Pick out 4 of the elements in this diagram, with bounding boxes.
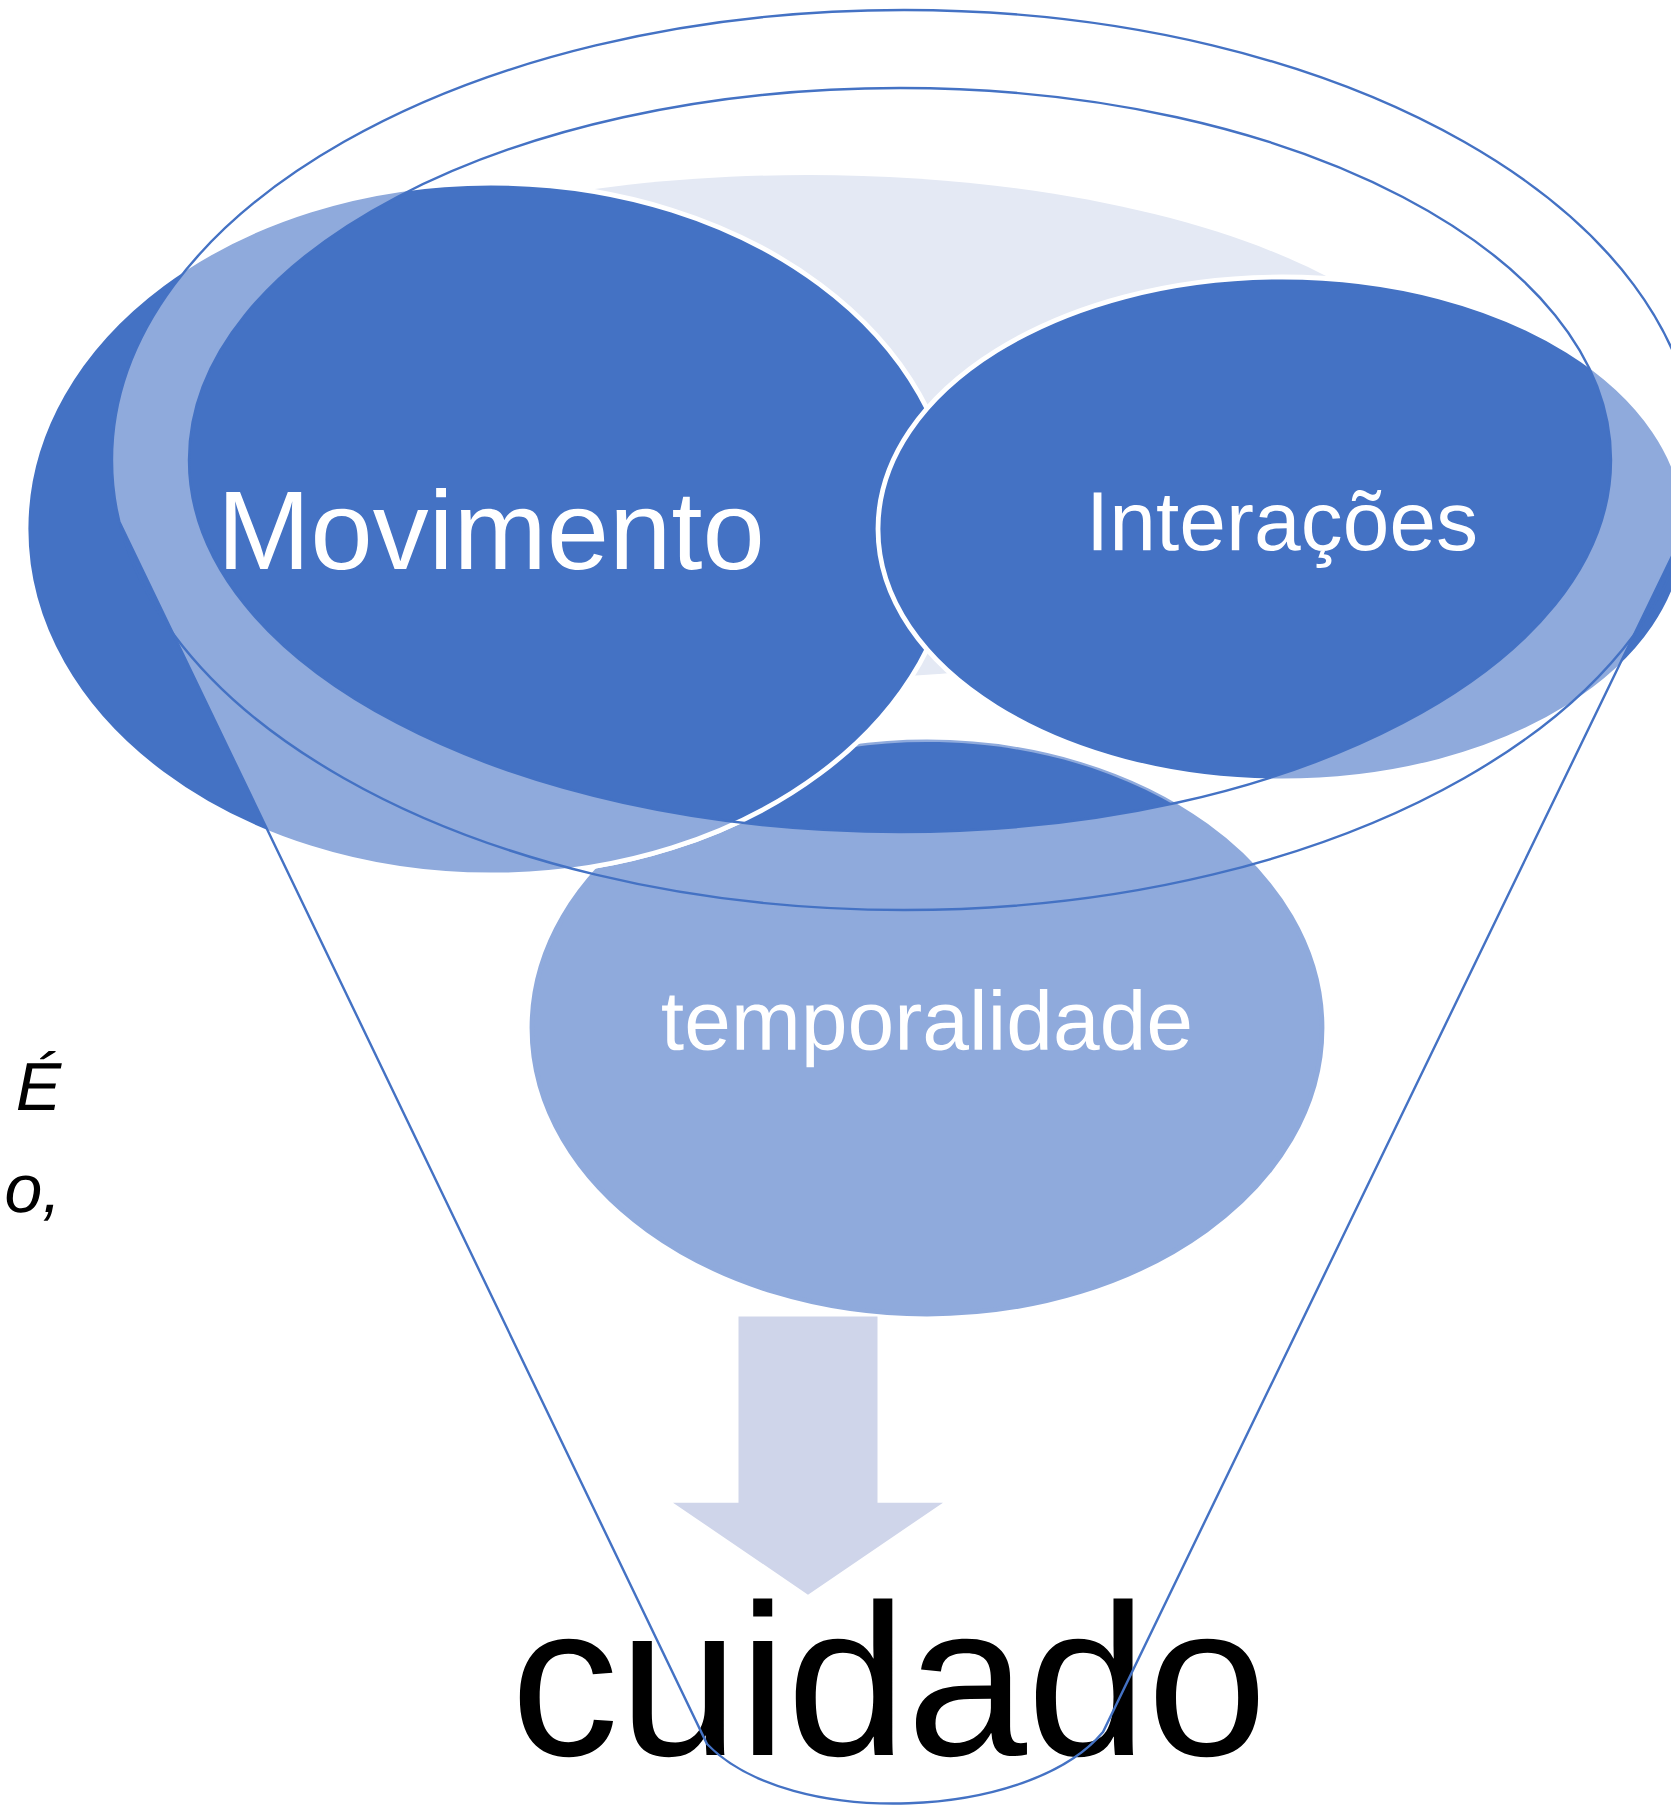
block-arrow bbox=[673, 1316, 943, 1595]
text-fragment: É bbox=[17, 1051, 62, 1110]
category-label: temporalidade bbox=[529, 739, 1325, 1317]
text-fragment: o, bbox=[6, 1175, 54, 1221]
